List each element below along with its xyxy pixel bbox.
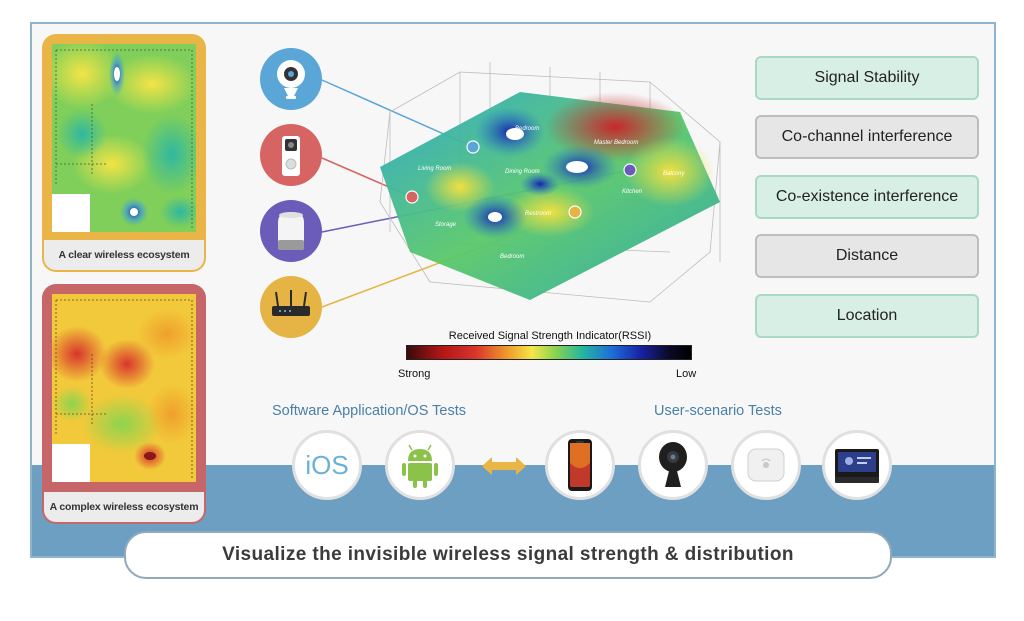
factor-location: Location [755,294,979,338]
rssi-title: Received Signal Strength Indicator(RSSI) [448,330,652,342]
ios-label: iOS [305,449,349,480]
router-icon [260,276,322,338]
smart-display-icon [822,430,892,500]
rssi-color-scale [406,345,692,360]
room-label: Kitchen [622,189,643,195]
android-icon [385,430,455,500]
user-scenario-tests-title: User-scenario Tests [654,403,782,419]
complex-heatmap [52,294,196,482]
headline-banner: Visualize the invisible wireless signal … [124,531,892,579]
factor-signal-stability: Signal Stability [755,56,979,100]
clear-heatmap [52,44,196,232]
room-label: Bedroom [500,254,524,260]
camera-icon [260,48,322,110]
factor-distance: Distance [755,234,979,278]
software-tests-title: Software Application/OS Tests [272,403,466,419]
ios-icon: iOS [292,430,362,500]
room-label: Living Room [418,166,451,172]
access-point-icon [731,430,801,500]
factor-co-channel-interference: Co-channel interference [755,115,979,159]
smart-speaker-icon [260,200,322,262]
room-label: Dining Room [505,169,540,175]
floorplan-heatmap: Bedroom Master Bedroom Living Room Dinin… [379,62,721,303]
webcam-icon [638,430,708,500]
room-label: Storage [435,222,457,228]
rssi-strong-label: Strong [398,368,431,380]
room-label: Balcony [663,171,685,177]
complex-ecosystem-card: A complex wireless ecosystem [42,284,206,524]
complex-ecosystem-caption: A complex wireless ecosystem [44,492,204,522]
rssi-low-label: Low [676,368,697,380]
room-label: Restroom [525,211,551,217]
smartphone-icon [545,430,615,500]
clear-ecosystem-caption: A clear wireless ecosystem [44,240,204,270]
doorbell-icon [260,124,322,186]
factor-co-existence-interference: Co-existence interference [755,175,979,219]
room-label: Master Bedroom [594,140,638,146]
room-label: Bedroom [515,126,539,132]
clear-ecosystem-card: A clear wireless ecosystem [42,34,206,272]
double-arrow-icon [482,457,526,475]
